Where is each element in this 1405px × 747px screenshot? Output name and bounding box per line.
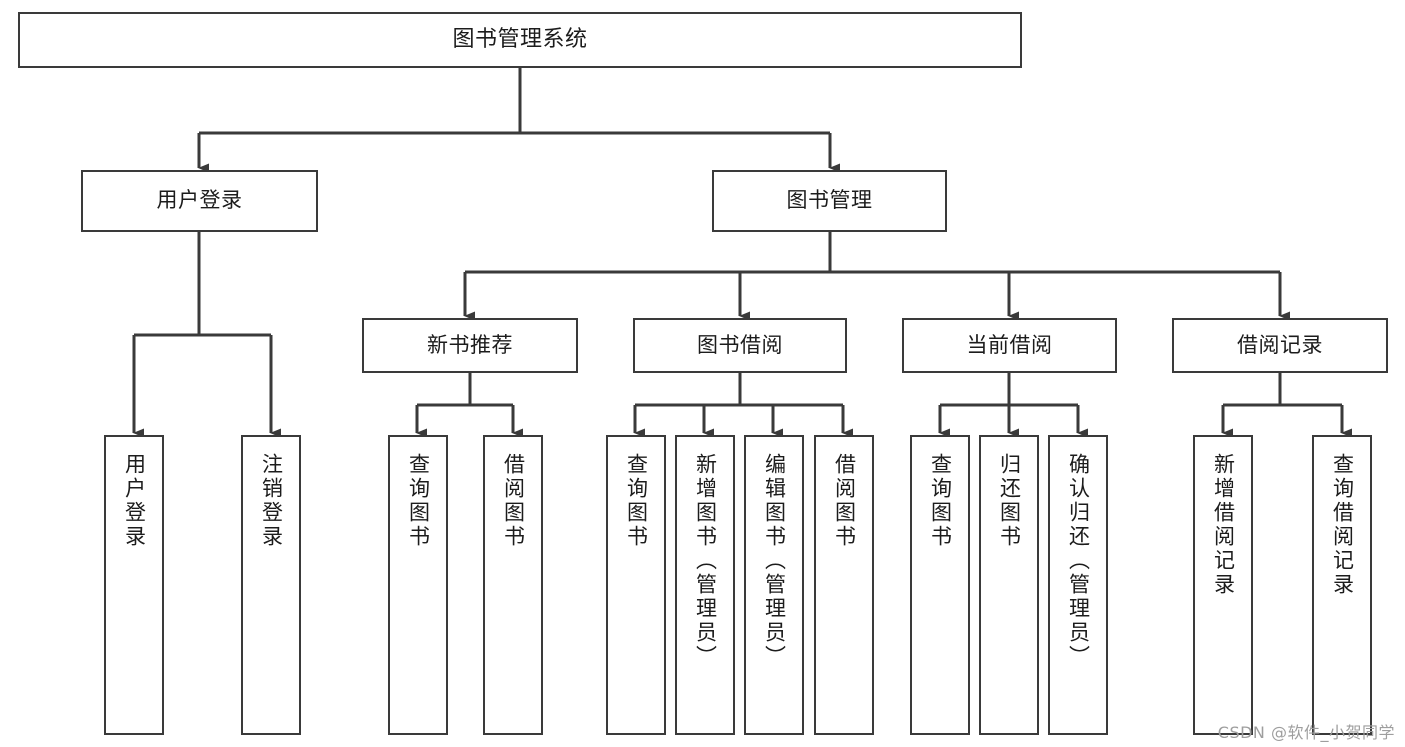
node-label: 新增图书（管理员） bbox=[693, 453, 718, 669]
node-new-book-recommend[interactable]: 新书推荐 bbox=[362, 318, 578, 373]
node-label: 查询图书 bbox=[624, 453, 649, 549]
node-root-book-management-system[interactable]: 图书管理系统 bbox=[18, 12, 1022, 68]
node-leaf-confirm-return-admin[interactable]: 确认归还（管理员） bbox=[1048, 435, 1108, 735]
node-leaf-logout[interactable]: 注销登录 bbox=[241, 435, 301, 735]
node-label: 借阅图书 bbox=[501, 453, 526, 549]
node-label: 图书管理系统 bbox=[452, 26, 588, 52]
node-label: 归还图书 bbox=[997, 453, 1022, 549]
node-leaf-query-borrow-record[interactable]: 查询借阅记录 bbox=[1312, 435, 1372, 735]
node-leaf-edit-book-admin[interactable]: 编辑图书（管理员） bbox=[744, 435, 804, 735]
node-leaf-borrow-book[interactable]: 借阅图书 bbox=[814, 435, 874, 735]
node-label: 借阅记录 bbox=[1237, 332, 1323, 357]
node-label: 注销登录 bbox=[259, 453, 284, 549]
node-label: 当前借阅 bbox=[966, 332, 1053, 357]
node-label: 新书推荐 bbox=[427, 332, 513, 357]
node-leaf-borrow-book-recommend[interactable]: 借阅图书 bbox=[483, 435, 543, 735]
node-current-borrow[interactable]: 当前借阅 bbox=[902, 318, 1117, 373]
node-user-login[interactable]: 用户登录 bbox=[81, 170, 318, 232]
node-leaf-add-book-admin[interactable]: 新增图书（管理员） bbox=[675, 435, 735, 735]
csdn-watermark: CSDN @软件_小贺同学 bbox=[1217, 723, 1395, 742]
node-label: 查询借阅记录 bbox=[1330, 453, 1355, 597]
node-label: 图书管理 bbox=[786, 188, 873, 213]
node-label: 查询图书 bbox=[406, 453, 431, 549]
node-leaf-return-book[interactable]: 归还图书 bbox=[979, 435, 1039, 735]
node-label: 确认归还（管理员） bbox=[1066, 453, 1091, 669]
node-label: 编辑图书（管理员） bbox=[762, 453, 787, 669]
node-leaf-add-borrow-record[interactable]: 新增借阅记录 bbox=[1193, 435, 1253, 735]
node-borrow-record[interactable]: 借阅记录 bbox=[1172, 318, 1388, 373]
node-label: 图书借阅 bbox=[697, 332, 783, 357]
node-label: 查询图书 bbox=[928, 453, 953, 549]
node-label: 借阅图书 bbox=[832, 453, 857, 549]
node-label: 新增借阅记录 bbox=[1211, 453, 1236, 597]
node-leaf-user-login[interactable]: 用户登录 bbox=[104, 435, 164, 735]
node-book-management[interactable]: 图书管理 bbox=[712, 170, 947, 232]
node-label: 用户登录 bbox=[156, 188, 243, 213]
node-leaf-query-book-borrow[interactable]: 查询图书 bbox=[606, 435, 666, 735]
node-label: 用户登录 bbox=[122, 453, 147, 549]
node-leaf-query-book-recommend[interactable]: 查询图书 bbox=[388, 435, 448, 735]
node-book-borrow[interactable]: 图书借阅 bbox=[633, 318, 847, 373]
node-leaf-query-book-current[interactable]: 查询图书 bbox=[910, 435, 970, 735]
